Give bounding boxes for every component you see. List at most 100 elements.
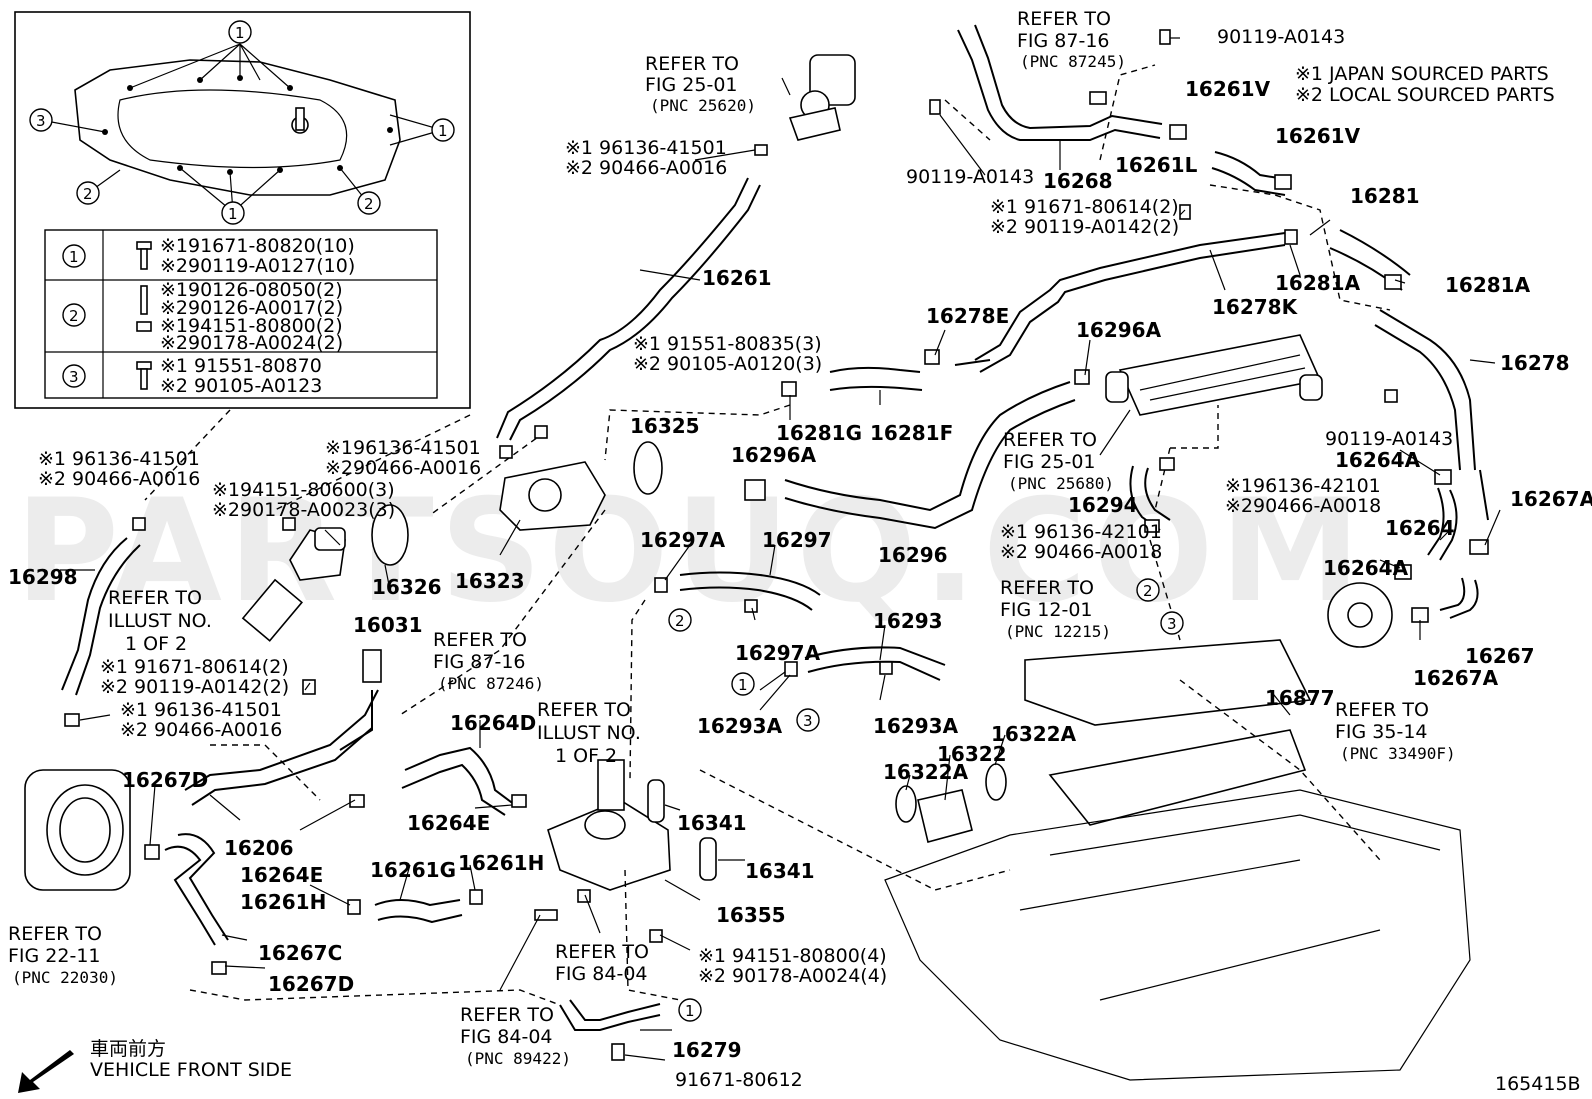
part-16261L: 16261L <box>1115 153 1198 177</box>
table-row2-code-4: ※290178-A0024(2) <box>160 332 343 354</box>
part-16278E: 16278E <box>926 304 1009 328</box>
front-label-jp: 車両前方 <box>90 1038 166 1060</box>
part-16264: 16264 <box>1385 516 1455 540</box>
bolt-icon <box>136 241 152 270</box>
code-F-1: ※1 96136-41501 <box>38 448 200 470</box>
code-E-1: ※194151-80600(3) <box>212 479 395 501</box>
code-F-2: ※2 90466-A0016 <box>38 468 200 490</box>
part-16264E-b: 16264E <box>240 863 323 887</box>
code-H-1: ※196136-42101 <box>1225 475 1381 497</box>
part-16261V-b: 16261V <box>1275 124 1361 148</box>
code-J-1: ※1 96136-41501 <box>120 699 282 721</box>
table-row2-code-1: ※190126-08050(2) <box>160 279 343 301</box>
part-16281A-a: 16281A <box>1275 271 1361 295</box>
table-row3-code-2: ※2 90105-A0123 <box>160 375 322 397</box>
ref-25-01-a-l2: FIG 25-01 <box>645 74 738 96</box>
ref-illust-a-l3: 1 OF 2 <box>125 633 187 655</box>
watermark: PARTSOUQ.COM <box>15 469 1367 634</box>
ref-25-01-a-l3: (PNC 25620) <box>650 96 756 115</box>
code-E-2: ※290178-A0023(3) <box>212 499 395 521</box>
table-row1-code-1: ※191671-80820(10) <box>160 235 355 257</box>
part-16355: 16355 <box>716 903 786 927</box>
code-K-1: ※1 94151-80800(4) <box>698 945 887 967</box>
ref-87-16-a-l1: REFER TO <box>1017 8 1111 30</box>
ref-35-14-l3: (PNC 33490F) <box>1340 744 1456 763</box>
part-16341-b: 16341 <box>745 859 815 883</box>
code-B-2: ※2 90119-A0142(2) <box>990 216 1179 238</box>
code-A-1: ※1 96136-41501 <box>565 137 727 159</box>
part-16278K: 16278K <box>1212 295 1299 319</box>
ref-illust-a-l1: REFER TO <box>108 587 202 609</box>
part-16293: 16293 <box>873 609 943 633</box>
part-16293A-a: 16293A <box>697 714 783 738</box>
inset-circle-1-top-label: 1 <box>235 24 245 42</box>
table-row2-key: 2 <box>69 307 79 325</box>
ref-84-04-b-l3: (PNC 89422) <box>465 1049 571 1068</box>
table-row2-code-2: ※290126-A0017(2) <box>160 297 343 319</box>
code-C-2: ※2 90105-A0120(3) <box>633 353 822 375</box>
inset-circle-2-left-label: 2 <box>83 185 93 203</box>
callout-1-a: 1 <box>738 676 748 694</box>
gasket-16341-a <box>647 779 665 823</box>
throttle-body <box>24 769 131 891</box>
part-16281A-b: 16281A <box>1445 273 1531 297</box>
code-K-2: ※2 90178-A0024(4) <box>698 965 887 987</box>
code-I-1: ※1 91671-80614(2) <box>100 656 289 678</box>
part-16267A-a: 16267A <box>1510 487 1592 511</box>
part-16261V-a: 16261V <box>1185 77 1271 101</box>
fastener-table <box>44 229 438 399</box>
ref-87-16-a-l2: FIG 87-16 <box>1017 30 1110 52</box>
figure-id: 165415B <box>1495 1073 1581 1095</box>
part-16279: 16279 <box>672 1038 742 1062</box>
gasket-16341-b <box>699 837 717 881</box>
code-D-2: ※290466-A0016 <box>325 457 481 479</box>
refer-blocks: REFER TO FIG 25-01 (PNC 25620) REFER TO … <box>8 8 1456 1068</box>
ref-illust-b-l3: 1 OF 2 <box>555 745 617 767</box>
part-16323: 16323 <box>455 569 525 593</box>
inset-panel: 1 1 1 3 2 2 1 2 3 ※191671-80820(10) ※290… <box>14 11 471 409</box>
callout-2-a: 2 <box>675 612 685 630</box>
part-16267C: 16267C <box>258 941 342 965</box>
code-I-2: ※2 90119-A0142(2) <box>100 676 289 698</box>
part-16322: 16322 <box>937 742 1007 766</box>
ref-87-16-a-l3: (PNC 87245) <box>1020 52 1126 71</box>
ref-35-14-l1: REFER TO <box>1335 699 1429 721</box>
ref-25-01-b-l3: (PNC 25680) <box>1008 474 1114 493</box>
code-90119-A0143-a: 90119-A0143 <box>1217 26 1345 48</box>
code-C-1: ※1 91551-80835(3) <box>633 333 822 355</box>
part-16261H-b: 16261H <box>240 890 326 914</box>
fastener-codes: 90119-A0143 90119-A0143 90119-A0143 ※1 9… <box>38 26 1453 1091</box>
part-16267D-a: 16267D <box>122 768 208 792</box>
ref-25-01-b-l1: REFER TO <box>1003 429 1097 451</box>
part-16267D-b: 16267D <box>268 972 354 996</box>
part-16877: 16877 <box>1265 686 1335 710</box>
front-arrow-icon <box>18 1050 74 1093</box>
code-90119-A0143-c: 90119-A0143 <box>1325 428 1453 450</box>
code-A-2: ※2 90466-A0016 <box>565 157 727 179</box>
intake-manifold-16877 <box>1024 639 1312 826</box>
part-16296A-a: 16296A <box>1076 318 1162 342</box>
part-16296: 16296 <box>878 543 948 567</box>
hose-lines <box>24 24 1489 1081</box>
part-16297: 16297 <box>762 528 832 552</box>
code-J-2: ※2 90466-A0016 <box>120 719 282 741</box>
part-16296A-b: 16296A <box>731 443 817 467</box>
part-16325: 16325 <box>630 414 700 438</box>
ref-87-16-b-l3: (PNC 87246) <box>438 674 544 693</box>
ref-illust-a-l2: ILLUST NO. <box>108 610 212 632</box>
part-16031: 16031 <box>353 613 423 637</box>
part-16294: 16294 <box>1068 493 1138 517</box>
part-16261G: 16261G <box>370 858 456 882</box>
part-16298: 16298 <box>8 565 78 589</box>
water-pipe-16322 <box>895 763 1007 843</box>
part-16281: 16281 <box>1350 184 1420 208</box>
part-16267: 16267 <box>1465 644 1535 668</box>
part-16281G: 16281G <box>776 421 862 445</box>
callout-2-b: 2 <box>1143 582 1153 600</box>
thermostat <box>289 527 346 581</box>
part-16206: 16206 <box>224 836 294 860</box>
ref-87-16-b-l1: REFER TO <box>433 629 527 651</box>
ref-12-01-l3: (PNC 12215) <box>1005 622 1111 641</box>
table-row3-code-1: ※1 91551-80870 <box>160 355 322 377</box>
